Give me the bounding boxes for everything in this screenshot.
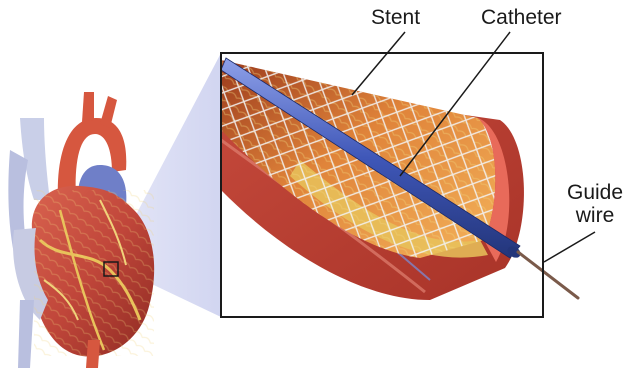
label-guide-wire-line2: wire bbox=[567, 204, 623, 227]
guide-wire-leader-line bbox=[544, 232, 595, 262]
label-catheter: Catheter bbox=[481, 6, 562, 29]
label-guide-wire: Guide wire bbox=[567, 181, 623, 227]
label-guide-wire-line1: Guide bbox=[567, 181, 623, 204]
label-stent: Stent bbox=[371, 6, 420, 29]
heart bbox=[8, 92, 154, 368]
